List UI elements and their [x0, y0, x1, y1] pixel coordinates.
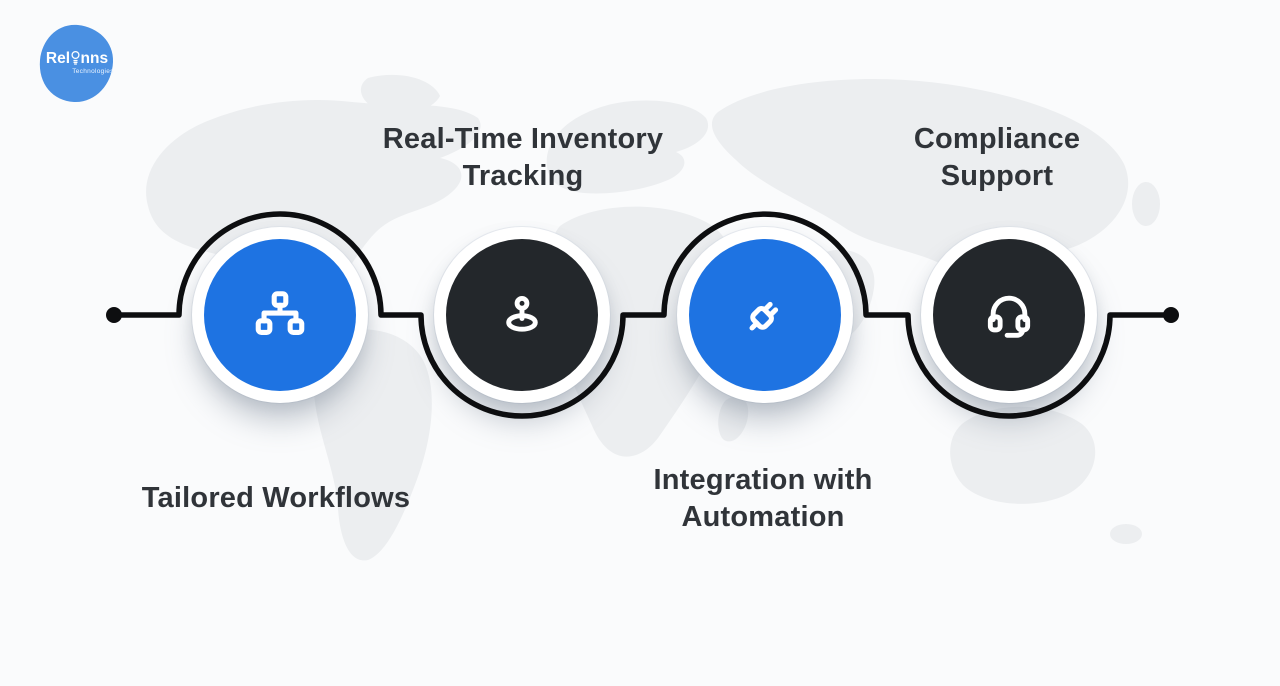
step-label-inventory-tracking: Real-Time Inventory Tracking	[383, 121, 663, 195]
label-line: Tracking	[462, 160, 584, 192]
timeline-start-dot	[106, 307, 122, 323]
label-line: Integration with	[653, 464, 873, 496]
step-label-compliance-support: Compliance Support	[914, 121, 1080, 195]
logo-wordmark: Rel nns	[34, 50, 120, 67]
logo-subtitle: Technologies	[72, 68, 114, 75]
milestone-circle-tailored-workflows	[192, 227, 368, 403]
milestone-circle-inventory-tracking	[434, 227, 610, 403]
logo-text-prefix: Rel	[45, 50, 71, 67]
label-line: Automation	[681, 501, 845, 533]
circle-fill	[204, 239, 356, 391]
logo-text-suffix: nns	[80, 50, 109, 67]
label-line: Real-Time Inventory	[382, 123, 664, 155]
step-label-integration-automation: Integration with Automation	[653, 462, 872, 536]
headset-icon	[987, 295, 1031, 338]
circle-fill	[933, 239, 1085, 391]
label-line: Tailored Workflows	[141, 482, 411, 514]
relinns-logo: Rel nns Technologies	[34, 20, 120, 110]
step-label-tailored-workflows: Tailored Workflows	[142, 480, 410, 517]
label-line: Support	[940, 160, 1054, 192]
timeline-end-dot	[1163, 307, 1179, 323]
plug-icon	[749, 301, 779, 331]
location-pin-icon	[506, 295, 538, 332]
circle-fill	[446, 239, 598, 391]
sitemap-icon	[255, 291, 305, 335]
label-line: Compliance	[913, 123, 1081, 155]
circle-fill	[689, 239, 841, 391]
milestone-circle-compliance-support	[921, 227, 1097, 403]
lightbulb-icon	[71, 50, 80, 65]
milestone-circle-integration-automation	[677, 227, 853, 403]
